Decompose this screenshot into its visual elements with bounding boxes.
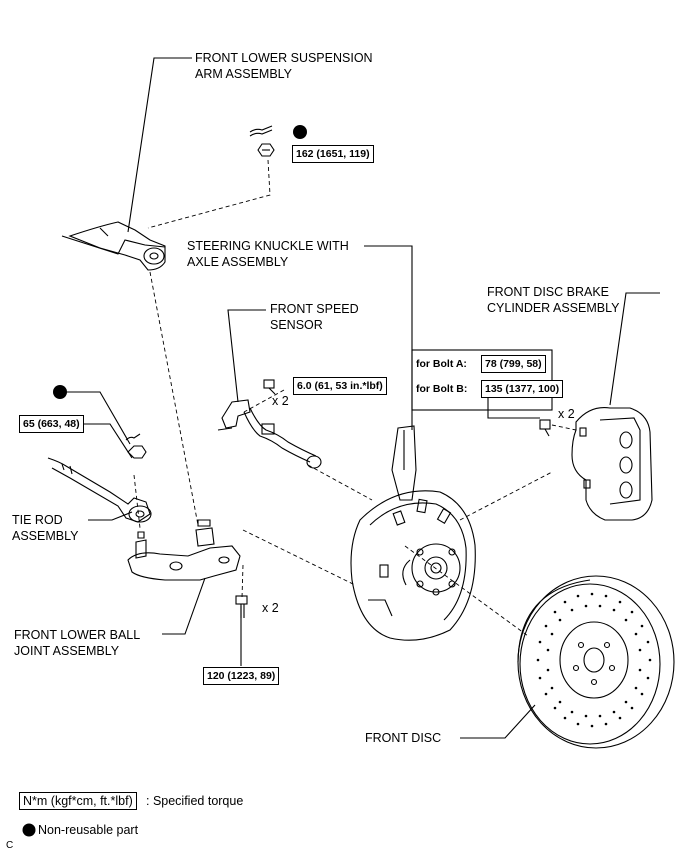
torque-tie-rod-nut: 65 (663, 48): [19, 415, 84, 433]
label-lower-arm: FRONT LOWER SUSPENSION ARM ASSEMBLY: [195, 51, 373, 81]
speed-sensor: [217, 399, 322, 469]
dust-shield: [350, 490, 476, 641]
bolt-a-label: for Bolt A:: [416, 358, 467, 370]
label-ball-joint: FRONT LOWER BALL JOINT ASSEMBLY: [14, 628, 141, 658]
qty-ball-joint-bolt: x 2: [262, 601, 279, 615]
corner-mark: C: [6, 840, 14, 851]
torque-ball-joint-bolt: 120 (1223, 89): [203, 667, 280, 685]
brake-caliper: [539, 407, 653, 521]
steering-knuckle: [391, 425, 417, 501]
label-caliper: FRONT DISC BRAKE CYLINDER ASSEMBLY: [487, 285, 620, 315]
arm-nut: [249, 125, 275, 157]
non-reusable-marker-arm: [293, 125, 307, 139]
ball-joint-bolt: [235, 595, 248, 618]
qty-caliper-bolt: x 2: [558, 407, 575, 421]
tie-rod: [47, 433, 152, 523]
torque-speed-sensor-bolt: 6.0 (61, 53 in.*lbf): [293, 377, 387, 395]
torque-bolt-a: 78 (799, 58): [481, 355, 546, 373]
qty-speed-sensor-bolt: x 2: [272, 394, 289, 408]
speed-sensor-bolt: [263, 379, 276, 395]
legend-non-reusable-marker: [22, 823, 36, 837]
label-tie-rod: TIE ROD ASSEMBLY: [12, 513, 79, 543]
label-speed-sensor: FRONT SPEED SENSOR: [270, 302, 359, 332]
lower-ball-joint: [127, 519, 241, 581]
legend-torque-desc: : Specified torque: [146, 794, 244, 808]
front-disc: [517, 575, 675, 749]
bolt-b-label: for Bolt B:: [416, 383, 468, 395]
disc-drill-holes: [536, 592, 652, 728]
label-front-disc: FRONT DISC: [365, 731, 442, 745]
label-steering-knuckle: STEERING KNUCKLE WITH AXLE ASSEMBLY: [187, 239, 349, 269]
non-reusable-marker-tie-rod: [53, 385, 67, 399]
lower-suspension-arm: [61, 221, 166, 271]
torque-arm-nut: 162 (1651, 119): [292, 145, 374, 163]
assembly-dashed-lines: [133, 159, 577, 637]
legend-non-reusable: Non-reusable part: [38, 823, 139, 837]
legend-torque-box: N*m (kgf*cm, ft.*lbf): [19, 792, 137, 810]
torque-bolt-b: 135 (1377, 100): [481, 380, 564, 398]
